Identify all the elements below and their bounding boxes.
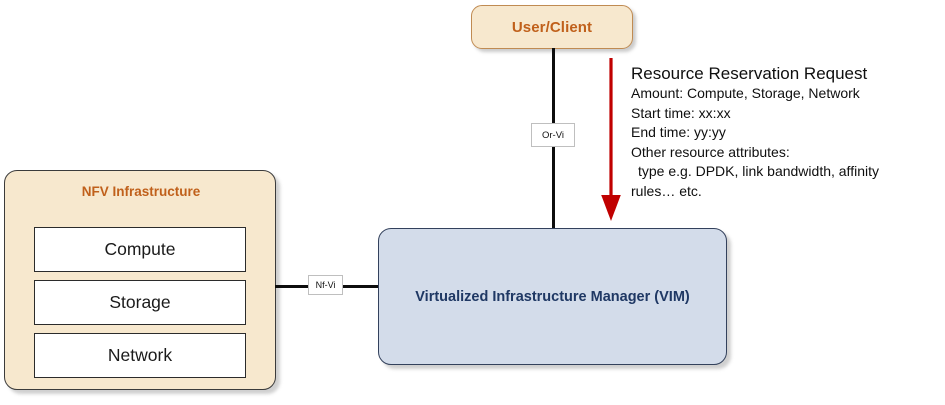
node-nfvi-compute[interactable]: Compute: [34, 227, 246, 272]
annotation-line-other-attributes: Other resource attributes:: [631, 143, 790, 160]
interface-label-nf-vi-text: Nf-Vi: [315, 280, 336, 290]
annotation-resource-reservation-request: Resource Reservation Request Amount: Com…: [631, 63, 943, 201]
node-nfv-infrastructure[interactable]: NFV Infrastructure Compute Storage Netwo…: [4, 170, 276, 390]
annotation-line-attribute-detail: type e.g. DPDK, link bandwidth, affinity: [638, 163, 879, 179]
node-nfvi-network[interactable]: Network: [34, 333, 246, 378]
annotation-title: Resource Reservation Request: [631, 64, 868, 83]
annotation-line-end-time: End time: yy:yy: [631, 124, 726, 140]
annotation-line-rules-etc: rules… etc.: [631, 182, 702, 199]
red-down-arrow-icon: [601, 58, 621, 221]
node-vim-label: Virtualized Infrastructure Manager (VIM): [415, 288, 690, 305]
node-vim[interactable]: Virtualized Infrastructure Manager (VIM): [378, 228, 727, 365]
annotation-line-amount: Amount: Compute, Storage, Network: [631, 85, 860, 101]
interface-label-or-vi[interactable]: Or-Vi: [531, 123, 575, 147]
node-user-client[interactable]: User/Client: [471, 5, 633, 49]
annotation-line-start-time: Start time: xx:xx: [631, 104, 731, 121]
node-nfvi-compute-label: Compute: [104, 239, 176, 259]
node-nfv-infrastructure-title: NFV Infrastructure: [81, 184, 201, 199]
node-nfvi-network-label: Network: [107, 345, 173, 365]
node-user-client-label: User/Client: [511, 18, 593, 36]
node-nfvi-storage-label: Storage: [109, 292, 171, 312]
node-nfvi-storage[interactable]: Storage: [34, 280, 246, 325]
interface-label-or-vi-text: Or-Vi: [542, 129, 564, 141]
interface-label-nf-vi[interactable]: Nf-Vi: [308, 275, 343, 295]
